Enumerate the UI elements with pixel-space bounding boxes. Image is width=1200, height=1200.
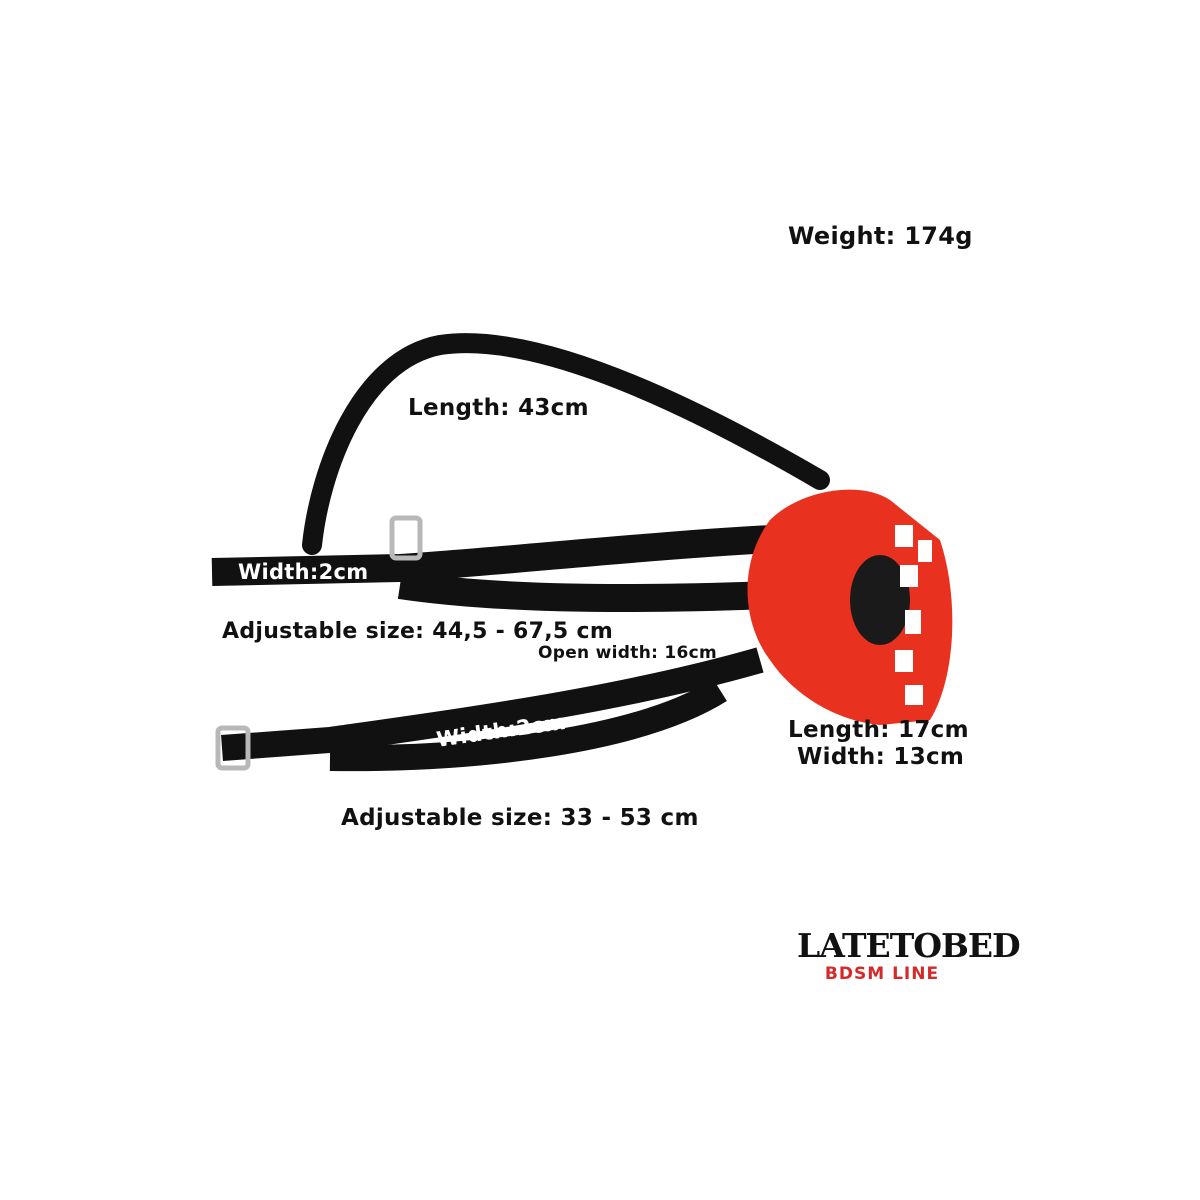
open-width-label: Open width: 16cm: [538, 643, 718, 663]
muzzle-width-label: Width: 13cm: [797, 744, 965, 770]
logo-main-text: LATETOBED: [797, 926, 1021, 965]
brand-logo: LATETOBED BDSM LINE: [797, 926, 1021, 985]
middle-strap: [211, 524, 791, 612]
weight-label: Weight: 174g: [788, 222, 973, 250]
muzzle-length-label: Length: 17cm: [788, 717, 969, 743]
lower-strap: [221, 647, 764, 772]
middle-strap-adjustable-label: Adjustable size: 44,5 - 67,5 cm: [222, 619, 614, 644]
top-strap-length-label: Length: 43cm: [408, 395, 589, 421]
top-strap: [302, 333, 830, 555]
middle-strap-width-label: Width:2cm: [238, 560, 369, 584]
logo-sub-text: BDSM LINE: [824, 964, 940, 984]
buckles: [215, 515, 423, 771]
muzzle-cage: [747, 489, 953, 725]
lower-strap-adjustable-label: Adjustable size: 33 - 53 cm: [341, 805, 699, 831]
